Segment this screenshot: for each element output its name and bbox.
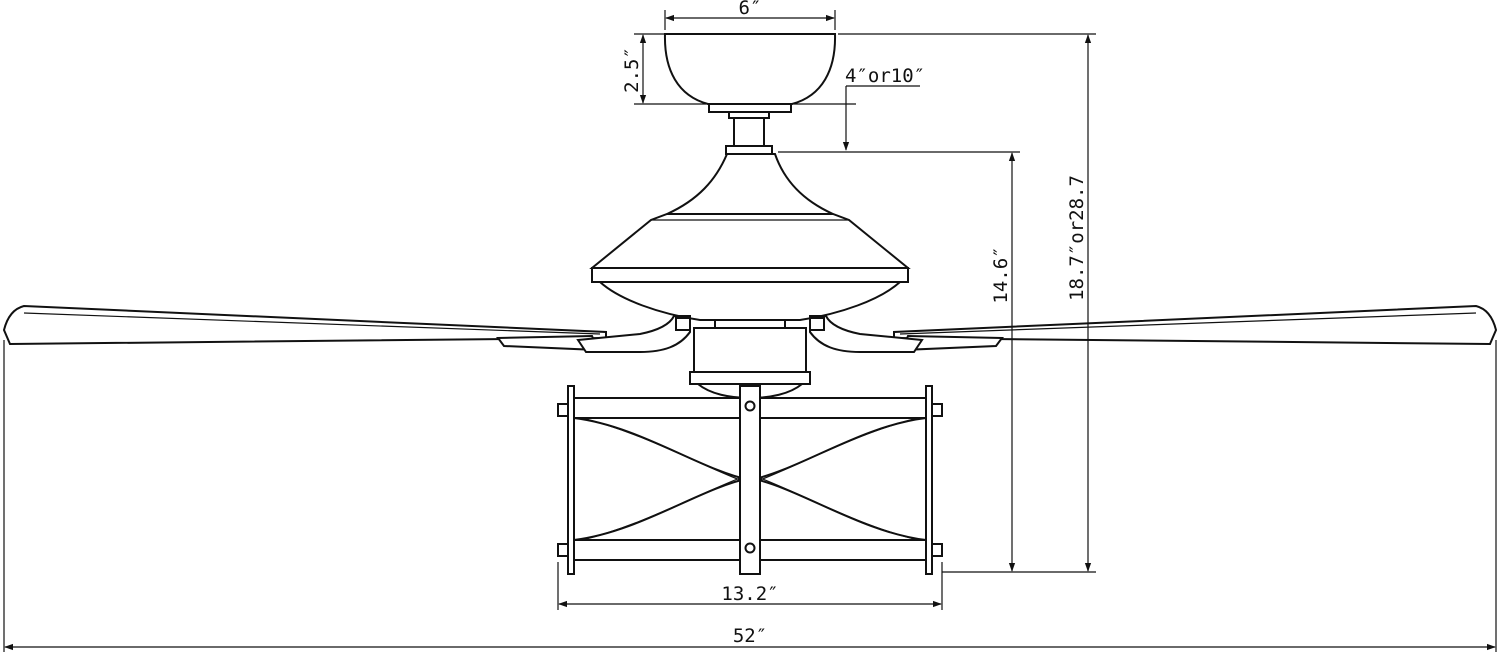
motor-housing [589, 153, 911, 329]
dim-body-height: 14.6″ [990, 152, 1016, 572]
dim-total-height: 18.7″or28.7 [838, 33, 1096, 573]
dim-body-height-label: 14.6″ [990, 246, 1012, 303]
fan-blade-left [2, 304, 607, 352]
dim-downrod-label: 4″or10″ [845, 65, 925, 87]
dim-canopy-width: 6″ [664, 0, 836, 30]
light-kit-cage [557, 385, 943, 575]
dim-light-kit-width: 13.2″ [557, 562, 943, 610]
dim-canopy-height: 2.5″ [621, 33, 706, 105]
dim-blade-span-label: 52″ [733, 625, 767, 647]
dim-canopy-height-label: 2.5″ [621, 47, 643, 93]
dim-blade-span: 52″ [3, 340, 1497, 652]
dim-downrod: 4″or10″ [778, 65, 1020, 153]
dim-canopy-width-label: 6″ [739, 0, 762, 19]
ceiling-canopy [663, 33, 837, 113]
dim-total-height-label: 18.7″or28.7 [1066, 175, 1088, 301]
fan-blade-right [893, 304, 1498, 352]
downrod [725, 111, 773, 155]
dim-light-kit-width-label: 13.2″ [721, 583, 778, 605]
blade-bracket-left [576, 315, 691, 353]
blade-bracket-right [809, 315, 924, 353]
